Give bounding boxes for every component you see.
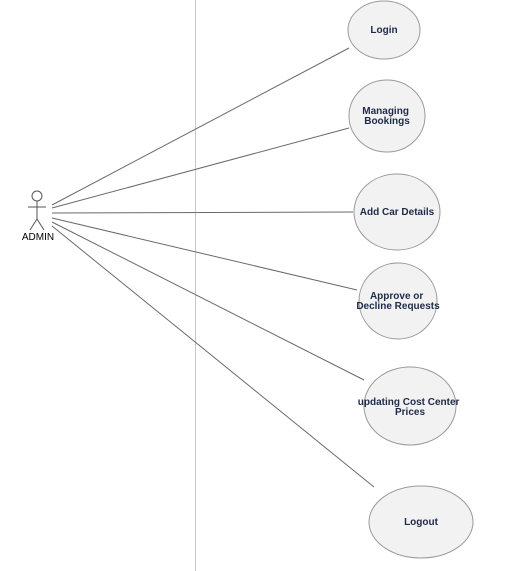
use-case-add-car-details[interactable]: Add Car Details: [353, 173, 441, 251]
association-login[interactable]: [51, 47, 350, 206]
use-case-label-line: updating Cost Center: [358, 397, 460, 408]
association-logout[interactable]: [51, 225, 375, 488]
use-case-label-line: Approve or: [370, 291, 423, 302]
use-case-approve-decline[interactable]: Approve or Decline Requests: [356, 262, 440, 340]
use-case-ellipse[interactable]: [368, 485, 474, 559]
use-case-label: Add Car Details: [360, 207, 435, 218]
use-case-login[interactable]: Login: [347, 0, 421, 60]
use-case-logout[interactable]: Logout: [368, 485, 474, 559]
use-case-ellipse[interactable]: [348, 79, 426, 153]
use-case-ellipse[interactable]: [353, 173, 441, 251]
association-add-car-details[interactable]: [51, 211, 354, 214]
use-case-label-line: Bookings: [364, 116, 410, 127]
use-case-label-line: Logout: [404, 517, 439, 528]
use-case-label: Logout: [404, 517, 439, 528]
actor-admin[interactable]: ADMIN: [22, 190, 54, 243]
use-case-label: Login: [370, 25, 397, 36]
use-case-updating-cost-center[interactable]: updating Cost Center Prices: [358, 366, 462, 446]
actor-right-leg: [36, 218, 45, 231]
actor-left-leg: [29, 218, 38, 231]
actor-label: ADMIN: [22, 232, 54, 243]
use-case-ellipse[interactable]: [363, 366, 457, 446]
association-updating-cost-center[interactable]: [51, 221, 365, 381]
use-case-ellipse[interactable]: [347, 0, 421, 60]
use-case-label: updating Cost Center Prices: [358, 397, 462, 418]
association-approve-decline[interactable]: [51, 217, 358, 291]
use-case-label: Approve or Decline Requests: [356, 291, 440, 312]
use-case-label-line: Add Car Details: [360, 207, 435, 218]
actor-head: [31, 190, 43, 202]
use-case-label-line: Login: [370, 25, 397, 36]
use-case-managing-bookings[interactable]: Managing Bookings: [348, 79, 426, 153]
use-case-label: Managing Bookings: [362, 106, 411, 127]
use-case-label-line: Decline Requests: [356, 301, 440, 312]
association-managing-bookings[interactable]: [51, 127, 350, 209]
use-case-label-line: Managing: [362, 106, 409, 117]
use-case-ellipse[interactable]: [358, 262, 438, 340]
use-case-label-line: Prices: [395, 407, 425, 418]
associations: [51, 47, 375, 488]
